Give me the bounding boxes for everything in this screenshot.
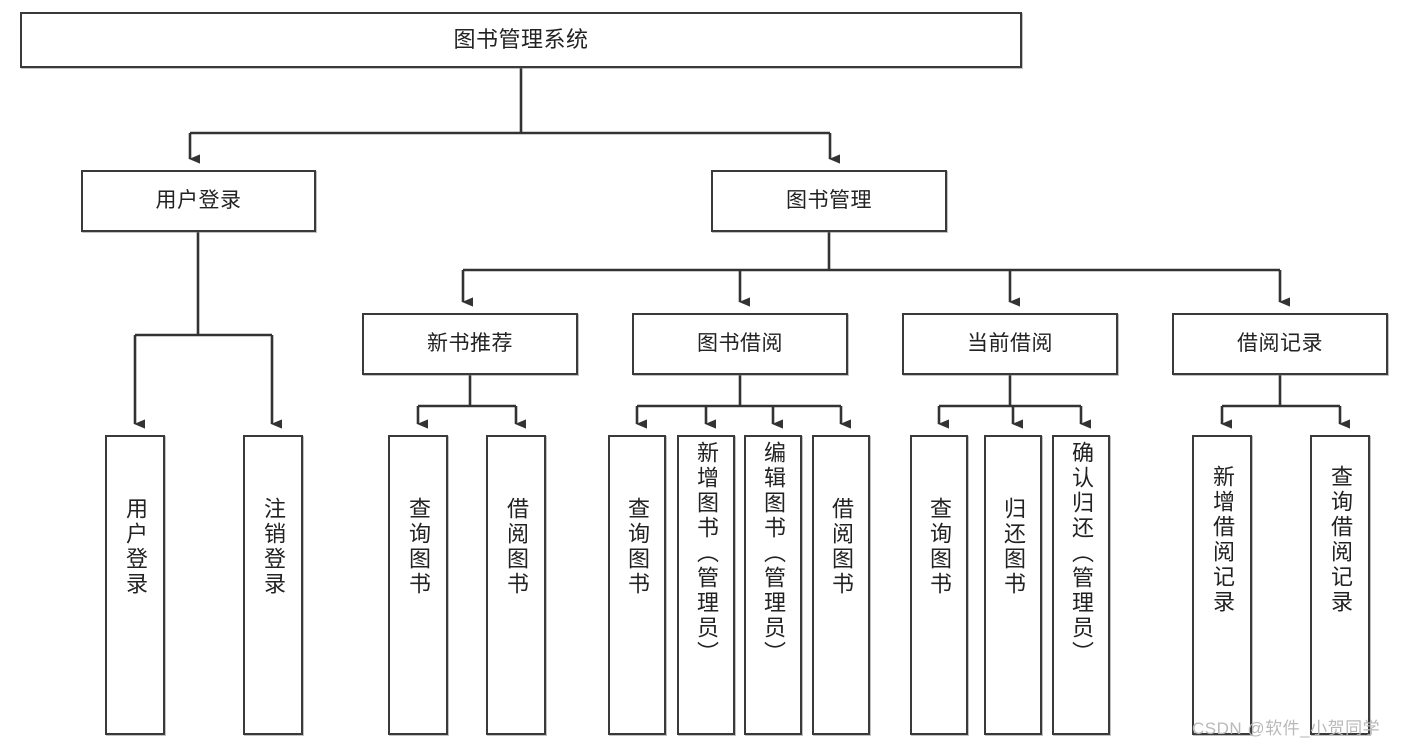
leaf-confirm-return[interactable]: 确认归还（管理员） <box>1052 435 1110 735</box>
leaf-logout-label: 注销登录 <box>261 497 286 597</box>
leaf-borrow-book-label: 借阅图书 <box>829 497 854 597</box>
leaf-borrow-book-recommend[interactable]: 借阅图书 <box>486 435 546 735</box>
leaf-return-book[interactable]: 归还图书 <box>984 435 1042 735</box>
leaf-return-book-label: 归还图书 <box>1001 497 1026 597</box>
leaf-add-book-label: 新增图书（管理员） <box>694 441 719 666</box>
leaf-borrow-book[interactable]: 借阅图书 <box>812 435 870 735</box>
leaf-logout[interactable]: 注销登录 <box>243 435 303 735</box>
leaf-confirm-return-label: 确认归还（管理员） <box>1069 441 1094 666</box>
leaf-edit-book-label: 编辑图书（管理员） <box>761 441 786 666</box>
leaf-query-book-current[interactable]: 查询图书 <box>910 435 968 735</box>
leaf-edit-book[interactable]: 编辑图书（管理员） <box>744 435 802 735</box>
node-new-book-recommend-label: 新书推荐 <box>427 332 513 356</box>
node-book-manage[interactable]: 图书管理 <box>711 170 947 232</box>
leaf-query-borrow-record[interactable]: 查询借阅记录 <box>1310 435 1370 735</box>
node-current-borrow[interactable]: 当前借阅 <box>902 313 1118 375</box>
node-book-borrow[interactable]: 图书借阅 <box>632 313 848 375</box>
leaf-query-book-borrow[interactable]: 查询图书 <box>608 435 666 735</box>
node-borrow-record[interactable]: 借阅记录 <box>1172 313 1388 375</box>
node-book-borrow-label: 图书借阅 <box>697 332 783 356</box>
node-user-login[interactable]: 用户登录 <box>81 170 316 232</box>
leaf-query-book-current-label: 查询图书 <box>927 497 952 597</box>
leaf-query-book-recommend-label: 查询图书 <box>406 497 431 597</box>
leaf-add-book[interactable]: 新增图书（管理员） <box>677 435 735 735</box>
leaf-borrow-book-recommend-label: 借阅图书 <box>504 497 529 597</box>
node-current-borrow-label: 当前借阅 <box>967 332 1053 356</box>
node-borrow-record-label: 借阅记录 <box>1237 332 1323 356</box>
leaf-add-borrow-record[interactable]: 新增借阅记录 <box>1192 435 1252 735</box>
node-new-book-recommend[interactable]: 新书推荐 <box>362 313 578 375</box>
leaf-query-book-recommend[interactable]: 查询图书 <box>388 435 448 735</box>
leaf-user-login-label: 用户登录 <box>123 497 148 597</box>
node-book-manage-label: 图书管理 <box>786 189 872 213</box>
csdn-watermark: CSDN @软件_小贺同学 <box>1192 719 1381 738</box>
leaf-add-borrow-record-label: 新增借阅记录 <box>1210 465 1235 615</box>
node-user-login-label: 用户登录 <box>155 189 242 213</box>
leaf-query-book-borrow-label: 查询图书 <box>625 497 650 597</box>
node-root-system[interactable]: 图书管理系统 <box>20 12 1022 68</box>
node-root-system-label: 图书管理系统 <box>453 26 589 52</box>
leaf-user-login[interactable]: 用户登录 <box>105 435 165 735</box>
leaf-query-borrow-record-label: 查询借阅记录 <box>1328 465 1353 615</box>
